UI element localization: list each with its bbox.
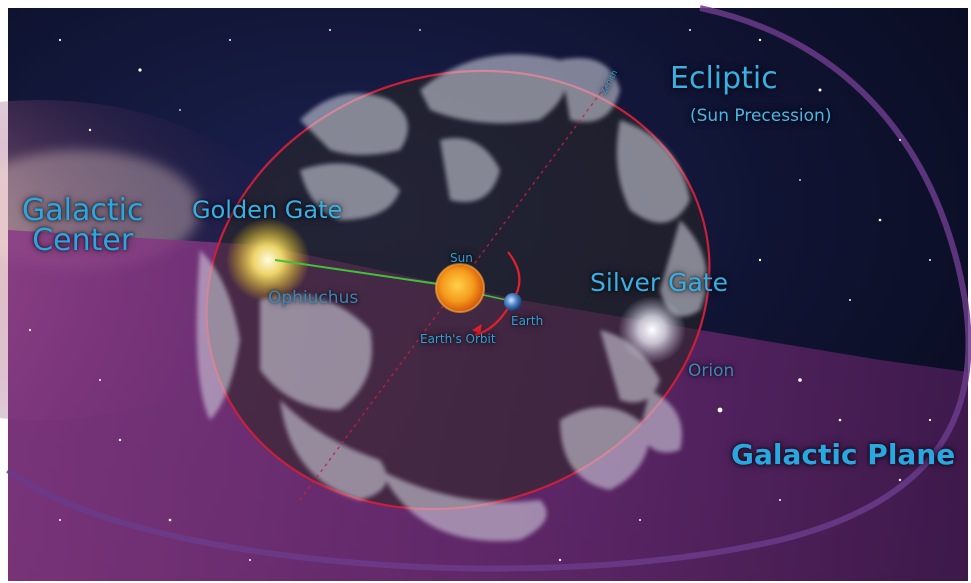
sun-precession-label: (Sun Precession) xyxy=(690,106,832,126)
galactic-plane-label: Galactic Plane xyxy=(731,438,956,471)
sun-label: Sun xyxy=(450,251,473,265)
earths-orbit-label: Earth's Orbit xyxy=(420,332,496,346)
starfield xyxy=(28,29,932,562)
golden-gate-glow xyxy=(226,218,310,302)
constellation-figures xyxy=(196,54,707,542)
ophiuchus-label: Ophiuchus xyxy=(268,288,359,308)
sun-icon xyxy=(436,264,484,312)
orion-label: Orion xyxy=(688,361,735,381)
galactic-center-label: Galactic Center xyxy=(22,196,143,256)
earth-label: Earth xyxy=(511,314,544,328)
golden-gate-label: Golden Gate xyxy=(192,196,343,224)
ecliptic-label: Ecliptic xyxy=(670,61,778,96)
galactic-alignment-line xyxy=(274,259,446,286)
galactic-center-line2: Center xyxy=(32,223,134,258)
silver-gate-glow xyxy=(618,296,686,364)
orbit-arrowhead xyxy=(472,324,482,334)
outer-sphere-rim xyxy=(6,5,971,572)
earth-icon xyxy=(504,293,522,311)
silver-gate-label: Silver Gate xyxy=(590,268,729,297)
galactic-center-line1: Galactic xyxy=(22,193,144,228)
